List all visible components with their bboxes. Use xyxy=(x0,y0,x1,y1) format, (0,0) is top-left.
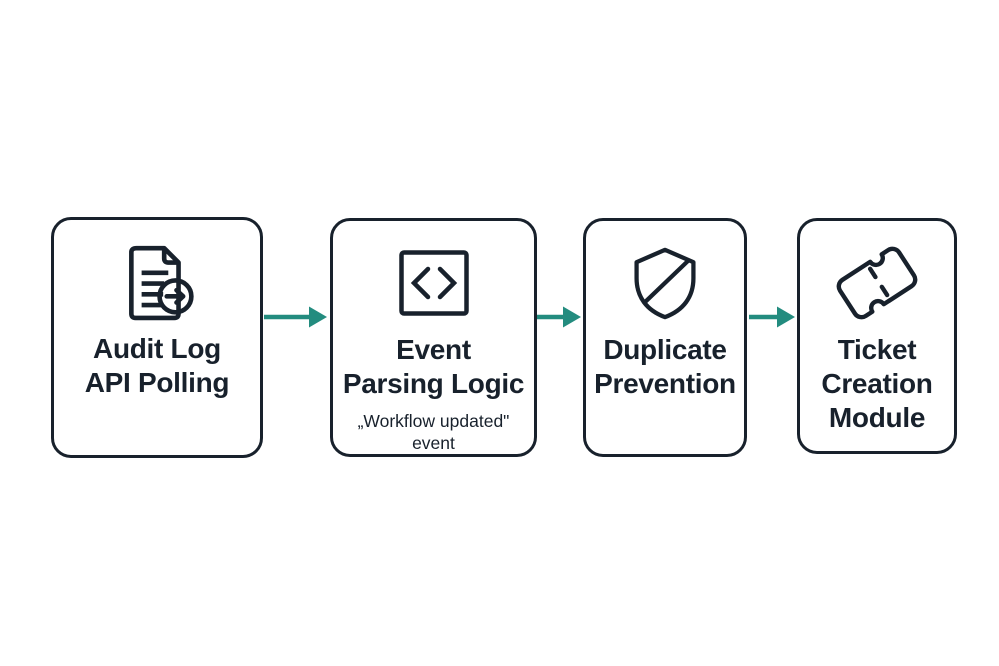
node-event-parsing-logic: Event Parsing Logic „Workflow updated" e… xyxy=(330,218,537,457)
node-sublabel: „Workflow updated" event xyxy=(358,410,510,454)
node-sublabel-line: event xyxy=(412,433,455,453)
node-label-line: API Polling xyxy=(84,367,230,398)
node-label: Duplicate Prevention xyxy=(594,333,736,401)
document-export-icon xyxy=(117,240,197,324)
node-label-line: Prevention xyxy=(594,368,736,399)
node-label-line: Parsing Logic xyxy=(342,368,525,399)
code-icon xyxy=(397,241,471,325)
node-label-line: Ticket xyxy=(837,334,917,365)
node-label: Event Parsing Logic xyxy=(342,333,525,401)
node-sublabel-line: „Workflow updated" xyxy=(357,411,510,431)
node-label-line: Audit Log xyxy=(93,333,221,364)
node-label-line: Event xyxy=(396,334,471,365)
node-label-line: Module xyxy=(828,402,926,433)
shield-slash-icon xyxy=(629,241,701,325)
ticket-icon xyxy=(833,241,921,325)
node-audit-log-api-polling: Audit Log API Polling xyxy=(51,217,263,458)
flow-arrow-2 xyxy=(537,305,581,329)
flow-arrow-3 xyxy=(749,305,795,329)
flow-arrow-1 xyxy=(264,305,327,329)
node-label-line: Creation xyxy=(821,368,933,399)
node-label-line: Duplicate xyxy=(603,334,727,365)
node-label: Ticket Creation Module xyxy=(821,333,932,435)
node-ticket-creation-module: Ticket Creation Module xyxy=(797,218,957,454)
node-duplicate-prevention: Duplicate Prevention xyxy=(583,218,747,457)
node-label: Audit Log API Polling xyxy=(84,332,230,400)
